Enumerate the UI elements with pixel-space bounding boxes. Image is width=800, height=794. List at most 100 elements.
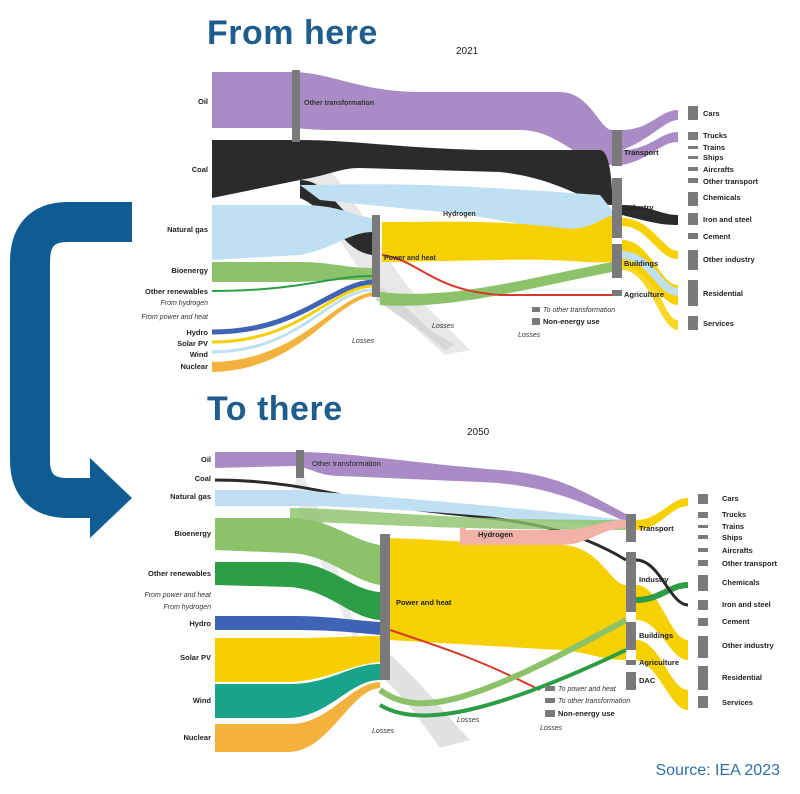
flow-power-out-b xyxy=(390,538,626,660)
src-label-wind: Wind xyxy=(190,350,209,359)
flow-green-curve xyxy=(378,617,628,707)
src-label-solar: Solar PV xyxy=(177,339,208,348)
label-other-transformation: Other transformation xyxy=(304,100,374,107)
node-other-transformation-b xyxy=(296,450,304,478)
end-label-other-industry: Other industry xyxy=(703,255,756,264)
end-label-cement: Cement xyxy=(703,232,731,241)
end-label-aircrafts: Aircrafts xyxy=(703,165,734,174)
flow-hydrogen xyxy=(381,254,612,296)
node-non-energy xyxy=(532,318,540,325)
sankey-2050: Oil Coal Natural gas Bioenergy Other ren… xyxy=(144,450,778,752)
flow-nuclear xyxy=(212,292,372,372)
end-label-cement-b: Cement xyxy=(722,617,750,626)
flow-hydrogen-red xyxy=(389,629,541,691)
src-label-hydro: Hydro xyxy=(186,328,208,337)
sector-label-to-other: To other transformation xyxy=(543,307,615,314)
sector-label-non-energy: Non-energy use xyxy=(543,317,600,326)
end-use-nodes-2050 xyxy=(698,494,708,708)
flow-gas xyxy=(212,205,372,260)
flow-nuclear-b xyxy=(215,682,380,752)
sector-label-industry-b: Industry xyxy=(639,575,669,584)
sector-label-buildings-b: Buildings xyxy=(639,631,673,640)
src-label-wind-b: Wind xyxy=(193,696,212,705)
flow-gas-b xyxy=(215,490,626,528)
node-buildings-b xyxy=(626,622,636,650)
label-hydrogen: Hydrogen xyxy=(443,211,476,218)
end-label-iron-steel: Iron and steel xyxy=(703,215,752,224)
node-industry-b xyxy=(626,552,636,612)
flow-other-ren xyxy=(211,275,373,292)
year-label-bottom: 2050 xyxy=(467,427,490,438)
sector-label-industry: Industry xyxy=(624,203,654,212)
flow-green-curve2 xyxy=(378,648,627,718)
flow-renew-b xyxy=(215,562,380,620)
sector-label-agriculture: Agriculture xyxy=(624,290,664,299)
src-label-from-hydrogen: From hydrogen xyxy=(161,300,209,307)
end-label-trucks-b: Trucks xyxy=(722,510,746,519)
label-losses-2: Losses xyxy=(352,338,375,345)
end-label-iron-steel-b: Iron and steel xyxy=(722,600,771,609)
flow-solar-b xyxy=(215,636,380,682)
sector-label-buildings: Buildings xyxy=(624,259,658,268)
end-label-services-b: Services xyxy=(722,698,753,707)
end-label-other-industry-b: Other industry xyxy=(722,641,775,650)
flow-bio-build xyxy=(380,262,612,306)
end-label-residential: Residential xyxy=(703,289,743,298)
flow-power-end-b xyxy=(636,585,688,660)
src-label-bio: Bioenergy xyxy=(171,266,209,275)
end-label-ships: Ships xyxy=(703,153,723,162)
node-agriculture xyxy=(612,290,622,296)
src-label-oil-b: Oil xyxy=(201,455,211,464)
sector-label-transport: Transport xyxy=(624,148,659,157)
end-label-ships-b: Ships xyxy=(722,533,742,542)
flow-oil-b xyxy=(215,452,626,522)
label-power-and-heat: Power and heat xyxy=(384,255,436,262)
src-label-coal: Coal xyxy=(192,165,208,174)
src-label-nuclear: Nuclear xyxy=(180,362,208,371)
sankey-2021: Oil Coal Natural gas Bioenergy Other ren… xyxy=(141,70,759,372)
end-label-other-transport-b: Other transport xyxy=(722,559,778,568)
end-label-cars-b: Cars xyxy=(722,494,739,503)
src-label-oil: Oil xyxy=(198,97,208,106)
node-agriculture-b xyxy=(626,660,636,665)
src-label-nuclear-b: Nuclear xyxy=(183,733,211,742)
flow-oil-transport xyxy=(622,110,678,150)
end-label-other-transport: Other transport xyxy=(703,177,759,186)
flow-wind xyxy=(211,288,373,354)
sector-label-to-power-b: To power and heat xyxy=(558,686,617,693)
node-power-and-heat-b xyxy=(380,534,390,680)
sector-label-to-other-b: To other transformation xyxy=(558,698,630,705)
src-label-coal-b: Coal xyxy=(195,474,211,483)
end-label-cars: Cars xyxy=(703,109,720,118)
end-label-residential-b: Residential xyxy=(722,673,762,682)
flow-bio-b2 xyxy=(290,508,626,530)
label-losses-b2: Losses xyxy=(372,728,395,735)
src-label-bio-b: Bioenergy xyxy=(174,529,212,538)
node-to-power-b xyxy=(545,686,555,691)
label-losses-b1: Losses xyxy=(457,717,480,724)
node-to-other xyxy=(532,307,540,312)
flow-power-end-b2 xyxy=(636,640,688,710)
flow-solar xyxy=(211,284,373,344)
flow-hydro xyxy=(211,279,373,335)
flow-power-end-b3 xyxy=(636,498,688,530)
src-label-solar-b: Solar PV xyxy=(180,653,211,662)
end-label-chemicals-b: Chemicals xyxy=(722,578,760,587)
end-label-services: Services xyxy=(703,319,734,328)
flow-coal xyxy=(212,140,612,205)
end-label-trucks: Trucks xyxy=(703,131,727,140)
node-transport-b xyxy=(626,514,636,542)
node-to-other-b xyxy=(545,698,555,703)
flow-bio xyxy=(212,262,372,282)
label-power-and-heat-b: Power and heat xyxy=(396,598,452,607)
node-buildings xyxy=(612,244,622,278)
sector-label-dac-b: DAC xyxy=(639,676,656,685)
end-label-trains: Trains xyxy=(703,143,725,152)
flow-hydrogen-b xyxy=(460,520,626,545)
flow-bio-b xyxy=(215,518,380,585)
transition-arrow-icon xyxy=(10,202,132,538)
node-transport xyxy=(612,130,622,166)
flow-oil xyxy=(212,72,612,165)
flow-oil-industry xyxy=(622,132,678,165)
